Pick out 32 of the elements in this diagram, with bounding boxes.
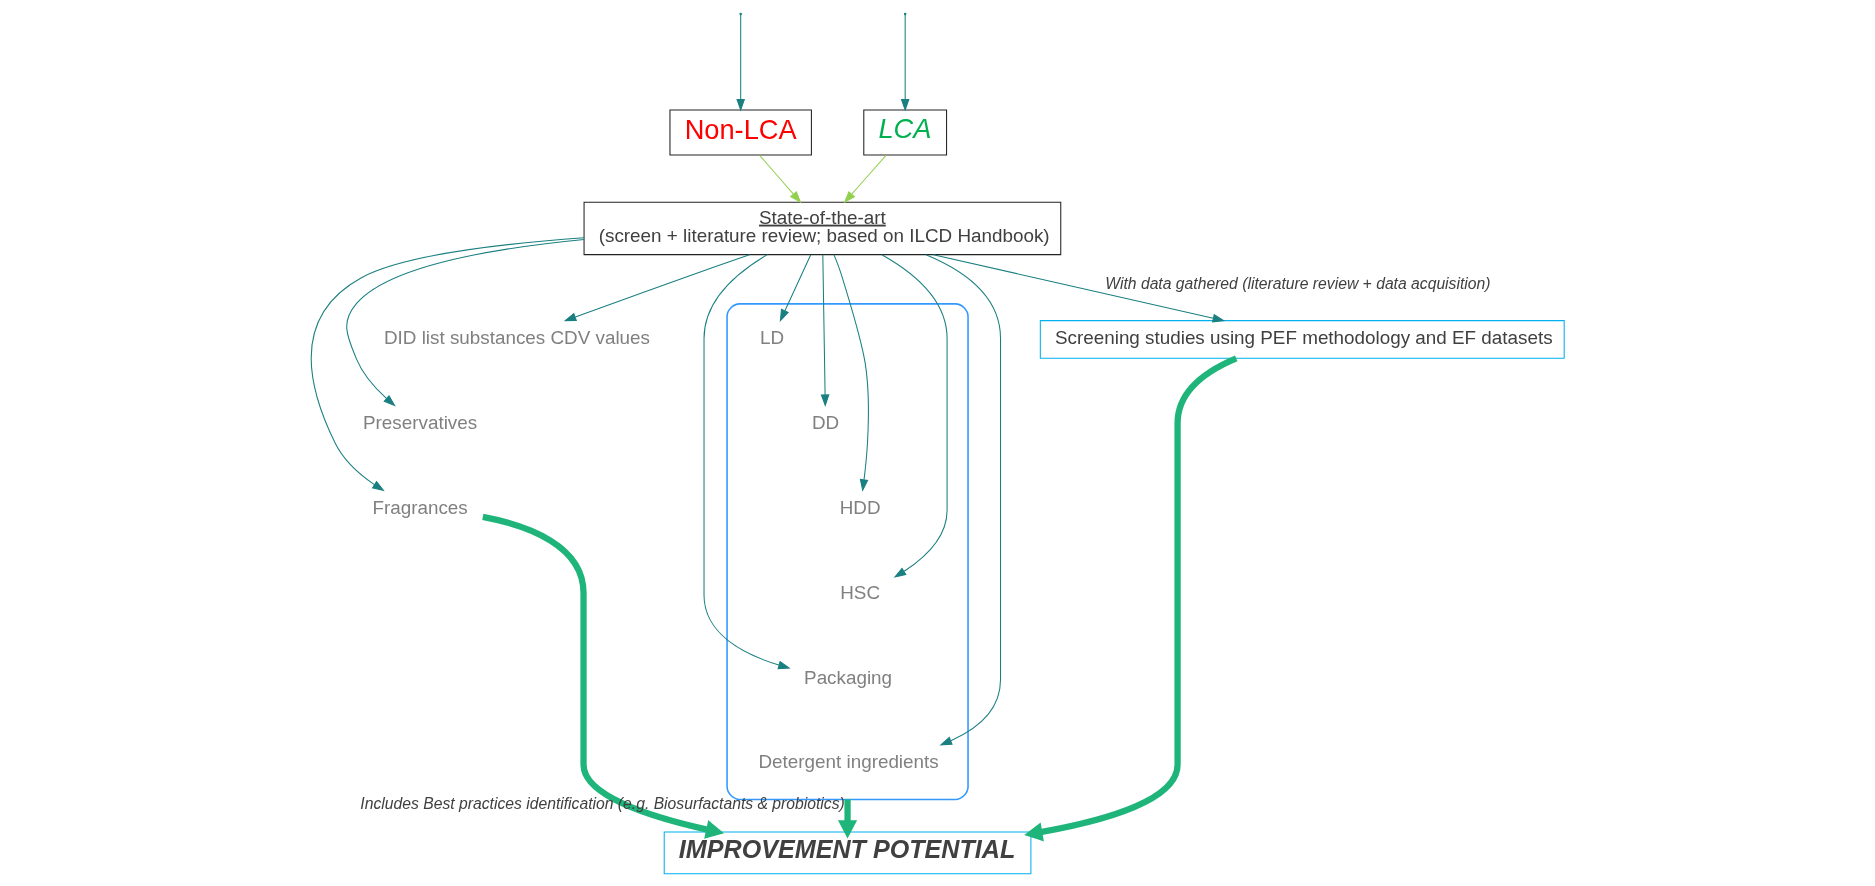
- node-box: Non-LCA: [669, 109, 812, 156]
- arrow: [703, 253, 791, 669]
- node-text: Preservatives: [363, 411, 478, 433]
- node-text: Fragrances: [372, 496, 468, 518]
- node-text: DID list substances CDV values: [383, 326, 650, 348]
- arrow: [820, 253, 830, 407]
- arrow: [843, 154, 887, 203]
- node-box: LCA: [863, 109, 948, 156]
- node-text: Detergent ingredients: [758, 750, 939, 772]
- arrow: [1024, 355, 1238, 841]
- arrow: [310, 236, 585, 491]
- arrow: [779, 253, 812, 322]
- arrow: [932, 253, 1226, 322]
- node-text: Packaging: [804, 666, 893, 688]
- arrow: [759, 154, 802, 203]
- node-box: State-of-the-art (screen + literature review; based on ILCD Handbook): [583, 201, 1062, 255]
- arrow: [736, 13, 746, 111]
- node-text: LD: [760, 326, 785, 348]
- edge-label: With data gathered (literature review + data acquisition): [1105, 274, 1491, 292]
- node-text: HDD: [839, 496, 881, 518]
- arrow: [346, 238, 585, 406]
- node-text: DD: [811, 411, 840, 433]
- arrow: [833, 253, 870, 492]
- node-text: HSC: [840, 581, 881, 603]
- arrow: [925, 253, 1002, 745]
- arrow: [563, 253, 751, 321]
- arrow: [900, 13, 910, 111]
- node-box: IMPROVEMENT POTENTIAL: [663, 830, 1032, 874]
- node-box: Screening studies using PEF methodology and EF datasets: [1039, 319, 1565, 359]
- arrow: [482, 513, 725, 839]
- arrow: [881, 253, 948, 578]
- arrow: [837, 798, 858, 838]
